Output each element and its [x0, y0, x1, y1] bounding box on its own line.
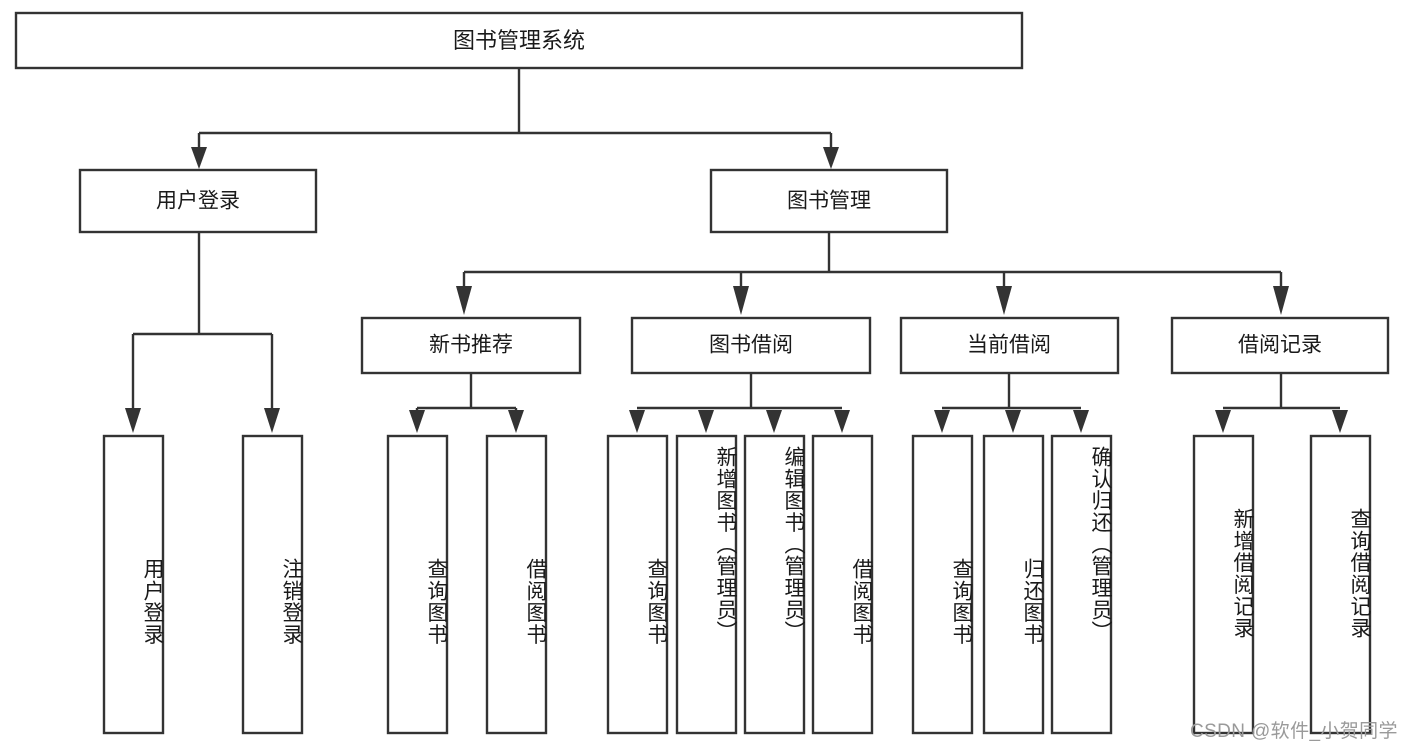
arrowhead-leaf-user-login [125, 408, 141, 433]
leaf-query-book-2-rect[interactable] [606, 434, 669, 735]
leaf-borrow-book-2-rect[interactable] [811, 434, 874, 735]
leaf-query-record-rect[interactable] [1309, 434, 1372, 735]
node-new-book-rec[interactable]: 新书推荐 [360, 316, 582, 375]
leaf-borrow-book-1-rect[interactable] [485, 434, 548, 735]
node-user-login-label: 用户登录 [156, 190, 240, 213]
node-current-borrow[interactable]: 当前借阅 [899, 316, 1120, 375]
node-current-borrow-rect[interactable] [899, 316, 1120, 375]
node-book-manage-rect[interactable] [709, 168, 949, 234]
arrowhead-leaf-add-book [698, 410, 714, 433]
arrowhead-user-login [191, 147, 207, 169]
leaf-add-record-rect[interactable] [1192, 434, 1255, 735]
node-current-borrow-label: 当前借阅 [967, 334, 1051, 357]
csdn-watermark: CSDN @软件_小贺同学 [1190, 721, 1398, 742]
arrowhead-leaf-query-book-2 [629, 410, 645, 433]
node-book-manage-label: 图书管理 [787, 190, 871, 213]
node-new-book-rec-label: 新书推荐 [429, 334, 513, 357]
node-book-manage[interactable]: 图书管理 [709, 168, 949, 234]
node-borrow-record[interactable]: 借阅记录 [1170, 316, 1390, 375]
leaf-query-book-3-rect[interactable] [911, 434, 974, 735]
node-borrow-record-label: 借阅记录 [1238, 334, 1322, 357]
arrowhead-borrow-record [1273, 286, 1289, 315]
node-book-borrow-label: 图书借阅 [709, 334, 793, 357]
node-user-login[interactable]: 用户登录 [78, 168, 318, 234]
arrowhead-leaf-return-book [1005, 410, 1021, 433]
node-new-book-rec-rect[interactable] [360, 316, 582, 375]
node-borrow-record-rect[interactable] [1170, 316, 1390, 375]
arrowhead-book-manage [823, 147, 839, 169]
leaf-edit-book-rect[interactable] [743, 434, 806, 735]
arrowhead-leaf-confirm-return [1073, 410, 1089, 433]
leaf-user-login-rect[interactable] [102, 434, 165, 735]
arrowhead-leaf-query-book-1 [409, 410, 425, 433]
arrowhead-leaf-borrow-book-2 [834, 410, 850, 433]
connector-layer [125, 68, 1348, 433]
node-book-borrow-rect[interactable] [630, 316, 872, 375]
arrowhead-book-borrow [733, 286, 749, 315]
node-root-label: 图书管理系统 [453, 28, 585, 53]
leaf-add-book-rect[interactable] [675, 434, 738, 735]
arrowhead-current-borrow [996, 286, 1012, 315]
node-root[interactable]: 图书管理系统 [14, 11, 1024, 70]
leaf-confirm-return-rect[interactable] [1050, 434, 1113, 735]
leaf-return-book-rect[interactable] [982, 434, 1045, 735]
arrowhead-leaf-add-record [1215, 410, 1231, 433]
arrowhead-leaf-edit-book [766, 410, 782, 433]
arrowhead-leaf-query-book-3 [934, 410, 950, 433]
arrowhead-new-book-rec [456, 286, 472, 315]
node-user-login-rect[interactable] [78, 168, 318, 234]
arrowhead-leaf-borrow-book-1 [508, 410, 524, 433]
arrowhead-leaf-logout [264, 408, 280, 433]
leaf-query-book-1-rect[interactable] [386, 434, 449, 735]
arrowhead-leaf-query-record [1332, 410, 1348, 433]
node-book-borrow[interactable]: 图书借阅 [630, 316, 872, 375]
node-root-rect[interactable] [14, 11, 1024, 70]
leaf-node-layer[interactable] [102, 434, 1372, 735]
leaf-logout-rect[interactable] [241, 434, 304, 735]
